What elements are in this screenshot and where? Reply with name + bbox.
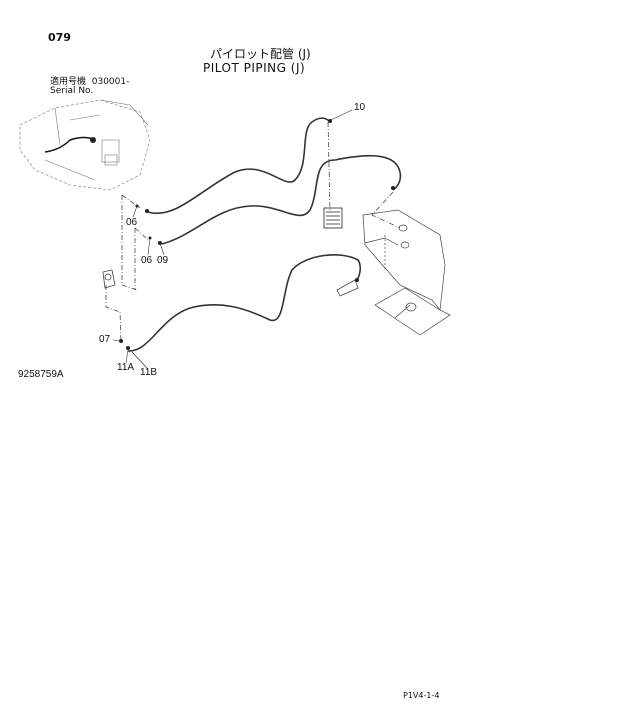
hose-11 [127, 254, 362, 352]
title-japanese: パイロット配管 (J) [210, 47, 311, 61]
console-frame [362, 209, 451, 336]
callout-11a: 11A [117, 362, 135, 373]
pilot-valve-block [323, 207, 343, 229]
machine-overview-inset [19, 99, 151, 191]
callout-07: 07 [99, 334, 111, 345]
footer-code: P1V4-1-4 [403, 691, 440, 700]
callout-11b: 11B [140, 367, 158, 378]
bracket [102, 269, 359, 297]
serial-value: 030001- [91, 77, 130, 87]
serial-label-en: Serial No. [50, 86, 94, 96]
serial-label-jp: 適用号機 [50, 77, 87, 87]
leader-lines [112, 109, 353, 369]
drawing-number: 9258759A [18, 369, 64, 380]
callout-06: 06 [126, 217, 138, 228]
hose-10 [147, 117, 330, 215]
connection-lines [105, 121, 401, 343]
callout-09: 09 [157, 255, 169, 266]
serial-info: 適用号機 030001- Serial No. [50, 78, 129, 96]
page-number: 079 [48, 31, 71, 44]
title-english: PILOT PIPING (J) [203, 61, 306, 75]
hose-09 [161, 154, 402, 245]
fittings [119, 119, 395, 350]
callout-10: 10 [354, 102, 366, 113]
callout-06: 06 [141, 255, 153, 266]
